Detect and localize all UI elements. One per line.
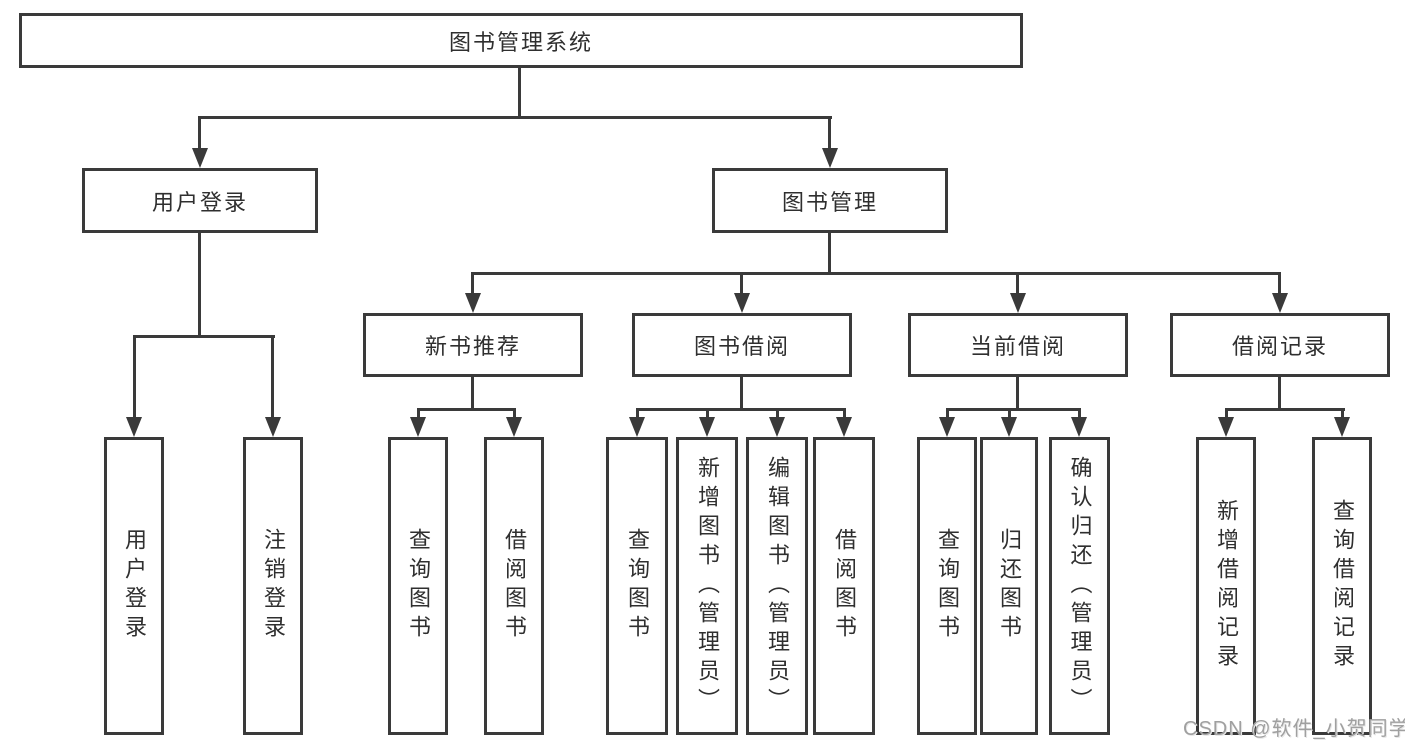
connector-line	[636, 408, 846, 411]
leaf-logout: 注销登录	[243, 437, 303, 735]
connector-line	[513, 411, 516, 419]
leaf-query-borrow-record: 查询借阅记录	[1312, 437, 1372, 735]
node-label: 查询图书	[935, 528, 960, 644]
node-label: 查询图书	[406, 528, 431, 644]
connector-line	[1225, 408, 1345, 411]
arrow-down-icon	[192, 148, 208, 168]
arrow-down-icon	[410, 417, 426, 437]
leaf-query-books: 查询图书	[606, 437, 668, 735]
arrow-down-icon	[1001, 417, 1017, 437]
node-current-borrowing: 当前借阅	[908, 313, 1128, 377]
connector-line	[198, 116, 832, 119]
leaf-add-borrow-record: 新增借阅记录	[1196, 437, 1256, 735]
connector-line	[776, 411, 779, 419]
connector-line	[471, 377, 474, 408]
arrow-down-icon	[465, 293, 481, 313]
connector-line	[740, 377, 743, 408]
node-label: 新增图书（管理员）	[695, 455, 720, 717]
connector-line	[1016, 377, 1019, 408]
arrow-down-icon	[699, 417, 715, 437]
connector-line	[133, 335, 275, 338]
node-book-borrowing: 图书借阅	[632, 313, 852, 377]
node-label: 归还图书	[997, 528, 1022, 644]
leaf-add-books-admin: 新增图书（管理员）	[676, 437, 738, 735]
leaf-return-books: 归还图书	[980, 437, 1038, 735]
connector-line	[1278, 275, 1281, 295]
arrow-down-icon	[939, 417, 955, 437]
connector-line	[636, 411, 639, 419]
connector-line	[1008, 411, 1011, 419]
node-label: 当前借阅	[969, 334, 1066, 359]
connector-line	[740, 275, 743, 295]
node-book-management: 图书管理	[712, 168, 948, 233]
node-label: 借阅图书	[502, 528, 527, 644]
connector-line	[1078, 411, 1081, 419]
node-label: 图书管理	[781, 189, 878, 215]
arrow-down-icon	[1010, 293, 1026, 313]
node-label: 借阅图书	[832, 528, 857, 644]
node-borrowing-records: 借阅记录	[1170, 313, 1390, 377]
connector-line	[706, 411, 709, 419]
arrow-down-icon	[126, 417, 142, 437]
node-library-management-system: 图书管理系统	[19, 13, 1023, 68]
leaf-confirm-return-admin: 确认归还（管理员）	[1049, 437, 1110, 735]
leaf-query-books: 查询图书	[917, 437, 977, 735]
arrow-down-icon	[1272, 293, 1288, 313]
arrow-down-icon	[629, 417, 645, 437]
node-label: 编辑图书（管理员）	[765, 455, 790, 717]
leaf-edit-books-admin: 编辑图书（管理员）	[746, 437, 808, 735]
connector-line	[1341, 411, 1344, 419]
arrow-down-icon	[1071, 417, 1087, 437]
connector-line	[471, 272, 1281, 275]
node-label: 查询图书	[625, 528, 650, 644]
leaf-borrow-books: 借阅图书	[813, 437, 875, 735]
arrow-down-icon	[265, 417, 281, 437]
node-label: 确认归还（管理员）	[1067, 455, 1093, 717]
arrow-down-icon	[822, 148, 838, 168]
arrow-down-icon	[734, 293, 750, 313]
connector-line	[828, 119, 831, 150]
node-label: 图书管理系统	[448, 29, 593, 55]
connector-line	[1016, 275, 1019, 295]
connector-line	[198, 233, 201, 335]
arrow-down-icon	[769, 417, 785, 437]
arrow-down-icon	[1218, 417, 1234, 437]
connector-line	[828, 233, 831, 272]
connector-line	[417, 408, 516, 411]
node-user-login: 用户登录	[82, 168, 318, 233]
leaf-borrow-books: 借阅图书	[484, 437, 544, 735]
connector-line	[198, 119, 201, 150]
node-label: 新增借阅记录	[1214, 499, 1239, 673]
connector-line	[946, 408, 1081, 411]
node-label: 注销登录	[261, 528, 286, 644]
arrow-down-icon	[836, 417, 852, 437]
leaf-user-login: 用户登录	[104, 437, 164, 735]
csdn-watermark: CSDN @软件_小贺同学	[1183, 718, 1405, 740]
node-label: 新书推荐	[424, 334, 521, 359]
node-label: 查询借阅记录	[1330, 499, 1355, 673]
connector-line	[518, 68, 521, 116]
connector-line	[843, 411, 846, 419]
connector-line	[271, 338, 274, 419]
connector-line	[417, 411, 420, 419]
connector-line	[471, 275, 474, 295]
connector-line	[946, 411, 949, 419]
node-label: 图书借阅	[693, 334, 790, 359]
leaf-query-books: 查询图书	[388, 437, 448, 735]
connector-line	[1225, 411, 1228, 419]
node-label: 用户登录	[151, 189, 248, 215]
arrow-down-icon	[506, 417, 522, 437]
arrow-down-icon	[1334, 417, 1350, 437]
connector-line	[133, 338, 136, 419]
connector-line	[1278, 377, 1281, 408]
node-label: 借阅记录	[1231, 334, 1328, 359]
node-label: 用户登录	[122, 528, 147, 644]
node-new-book-recommendation: 新书推荐	[363, 313, 583, 377]
